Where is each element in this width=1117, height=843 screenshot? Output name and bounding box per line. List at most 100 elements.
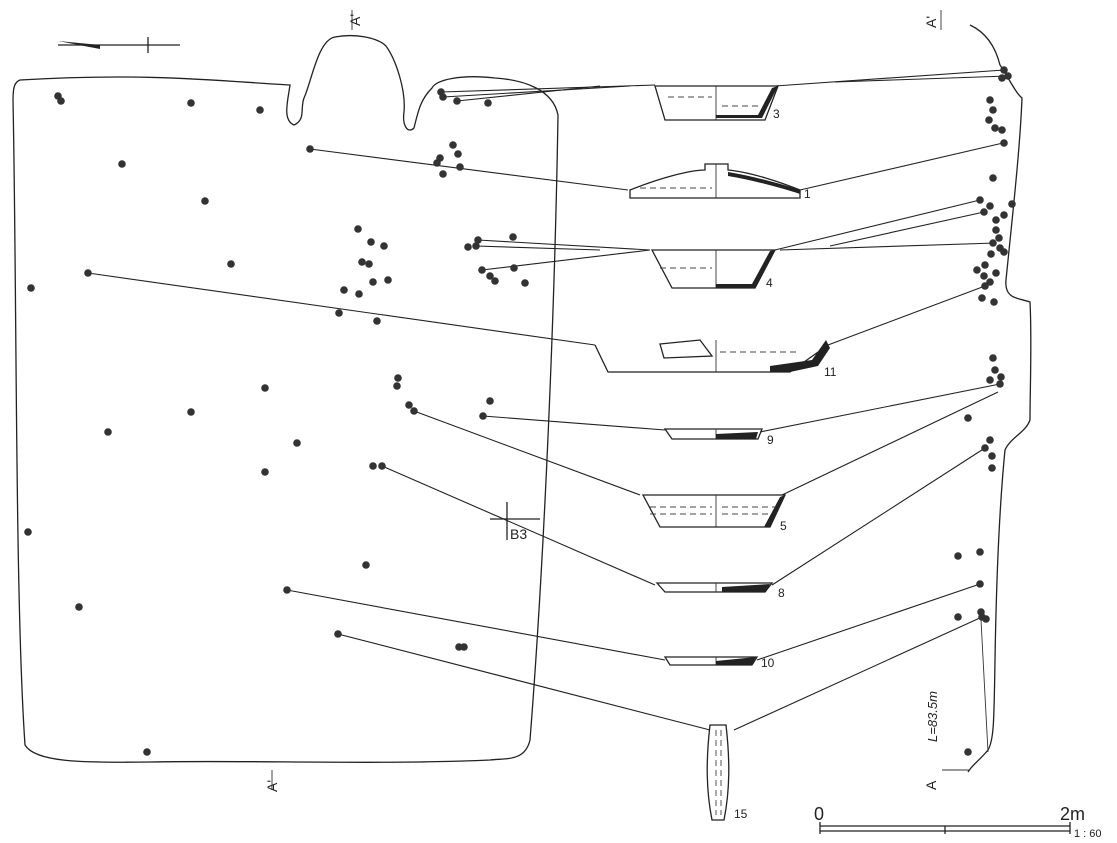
- find-dot: [980, 272, 988, 280]
- find-dot: [996, 380, 1004, 388]
- svg-text:5: 5: [780, 519, 787, 533]
- find-dot: [1000, 248, 1008, 256]
- find-dot: [201, 197, 209, 205]
- find-dot: [227, 260, 235, 268]
- find-dot: [998, 126, 1006, 134]
- artifact-3: 3: [654, 85, 780, 121]
- find-dot: [964, 748, 972, 756]
- find-dot: [989, 354, 997, 362]
- find-dot: [380, 242, 388, 250]
- find-dot: [973, 266, 981, 274]
- find-dot: [378, 462, 386, 470]
- find-dot: [978, 294, 986, 302]
- svg-text:15: 15: [734, 807, 748, 821]
- find-dot: [991, 124, 999, 132]
- find-dot: [976, 196, 984, 204]
- find-dot: [987, 250, 995, 258]
- find-dot: [998, 74, 1006, 82]
- grid-point-b3: B3: [490, 502, 540, 542]
- find-dot: [384, 276, 392, 284]
- svg-text:9: 9: [767, 433, 774, 447]
- find-dot: [479, 412, 487, 420]
- svg-text:8: 8: [778, 586, 785, 600]
- find-dot: [474, 236, 482, 244]
- find-dot: [989, 239, 997, 247]
- find-dot: [510, 264, 518, 272]
- find-dot: [373, 317, 381, 325]
- find-dot: [988, 464, 996, 472]
- find-dot: [981, 282, 989, 290]
- pit-outline: [12, 34, 559, 763]
- leader-lines: [87, 69, 1009, 731]
- find-dot: [367, 238, 375, 246]
- find-dot: [24, 528, 32, 536]
- find-dot: [460, 643, 468, 651]
- svg-text:11: 11: [824, 365, 837, 379]
- find-dot: [989, 106, 997, 114]
- find-dot: [986, 202, 994, 210]
- section-profile: [967, 24, 1032, 773]
- find-dot: [991, 366, 999, 374]
- scale-ratio: 1 : 60: [1074, 828, 1102, 840]
- find-dot: [995, 234, 1003, 242]
- find-dot: [369, 278, 377, 286]
- find-dot: [334, 630, 342, 638]
- a-prime-label-bottom: A': [264, 780, 280, 792]
- find-dot: [293, 439, 301, 447]
- artifact-5: 5: [641, 494, 787, 533]
- artifact-9: 9: [663, 428, 774, 447]
- find-dot: [394, 374, 402, 382]
- find-dot: [980, 208, 988, 216]
- artifact-15: 15: [706, 724, 748, 821]
- find-dot: [354, 225, 362, 233]
- svg-text:10: 10: [761, 656, 775, 670]
- find-dot: [261, 384, 269, 392]
- find-dot: [358, 258, 366, 266]
- svg-text:1: 1: [804, 187, 811, 201]
- find-dot: [986, 96, 994, 104]
- find-dot: [362, 561, 370, 569]
- find-dot: [84, 269, 92, 277]
- find-dot: [1000, 66, 1008, 74]
- find-dot: [997, 373, 1005, 381]
- find-dot: [340, 286, 348, 294]
- find-dot: [981, 444, 989, 452]
- find-dot: [187, 408, 195, 416]
- find-dot: [449, 141, 457, 149]
- artifact-1: 1: [629, 163, 811, 201]
- find-dot: [981, 261, 989, 269]
- find-dot: [456, 163, 464, 171]
- find-dot: [439, 170, 447, 178]
- find-dot: [453, 97, 461, 105]
- find-dot: [104, 428, 112, 436]
- find-dot: [355, 290, 363, 298]
- find-dot: [75, 603, 83, 611]
- find-dot: [954, 552, 962, 560]
- find-dots: [24, 66, 1016, 756]
- a-label-right: A: [923, 780, 939, 790]
- artifact-10: 10: [663, 656, 775, 670]
- find-dot: [985, 116, 993, 124]
- find-dot: [982, 615, 990, 623]
- artifact-8: 8: [655, 582, 785, 600]
- find-dot: [369, 462, 377, 470]
- svg-text:3: 3: [773, 107, 780, 121]
- find-dot: [509, 233, 517, 241]
- scale-bar: 0 2m 1 : 60: [814, 804, 1102, 840]
- find-dot: [986, 436, 994, 444]
- find-dot: [27, 284, 35, 292]
- find-dot: [1000, 139, 1008, 147]
- find-dot: [283, 586, 291, 594]
- a-prime-label-top: A': [347, 14, 363, 26]
- find-dot: [486, 272, 494, 280]
- find-dot: [478, 266, 486, 274]
- svg-text:B3: B3: [510, 526, 527, 542]
- find-dot: [454, 150, 462, 158]
- find-dot: [1008, 200, 1016, 208]
- find-dot: [989, 174, 997, 182]
- find-dot: [410, 407, 418, 415]
- find-dot: [976, 548, 984, 556]
- find-dot: [964, 414, 972, 422]
- find-dot: [143, 748, 151, 756]
